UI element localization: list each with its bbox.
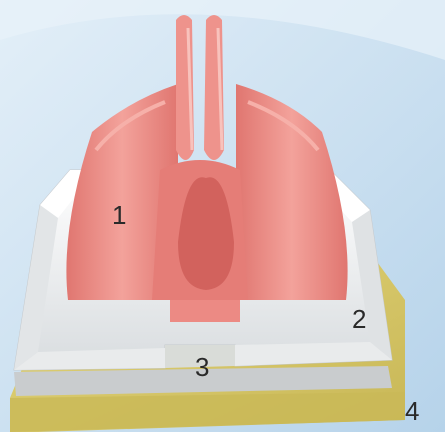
label-1: 1 [112,202,126,228]
label-2: 2 [352,306,366,332]
label-4: 4 [405,398,419,424]
label-3: 3 [195,354,209,380]
